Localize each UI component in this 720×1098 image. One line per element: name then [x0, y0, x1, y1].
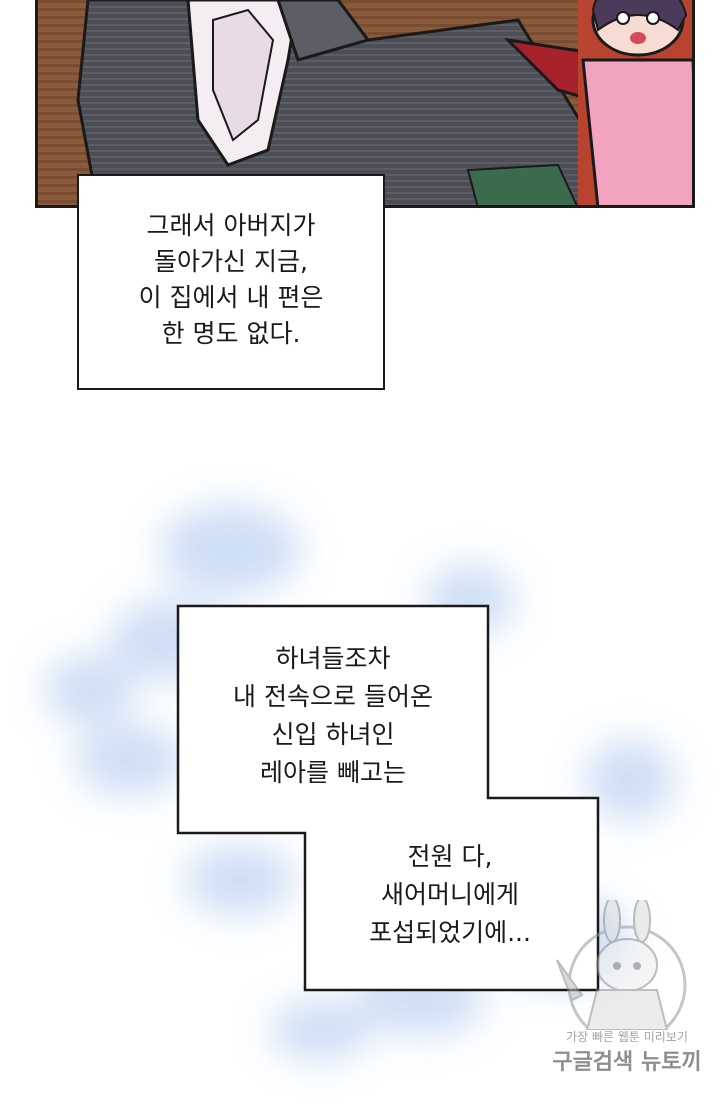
panel-illustration — [38, 0, 692, 205]
watermark-small-text: 가장 빠른 웹툰 미리보기 — [566, 1030, 688, 1044]
narration-line: 그래서 아버지가 — [146, 211, 316, 240]
narration-line: 한 명도 없다. — [161, 319, 301, 348]
narration-line: 돌아가신 지금, — [154, 247, 308, 276]
watermark-big-text: 구글검색 뉴토끼 — [552, 1050, 702, 1075]
comic-panel-top — [35, 0, 695, 208]
narration-line: 이 집에서 내 편은 — [138, 283, 324, 312]
narration-box-top: 그래서 아버지가 돌아가신 지금, 이 집에서 내 편은 한 명도 없다. — [77, 174, 385, 390]
watermark-mascot-icon — [556, 897, 687, 1045]
watermark: 가장 빠른 웹툰 미리보기 구글검색 뉴토끼 — [542, 897, 712, 1090]
